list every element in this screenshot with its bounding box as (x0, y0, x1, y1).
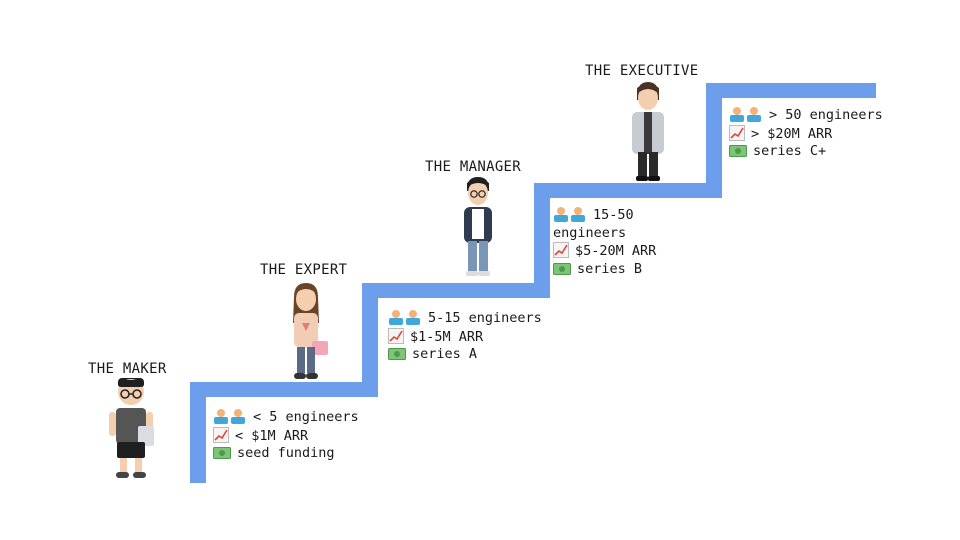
dollar-banknote-icon (729, 145, 747, 157)
step-4-tread (706, 83, 876, 98)
arr-line: $1-5M ARR (388, 327, 568, 347)
chart-increasing-icon (553, 242, 569, 258)
arr-text: < $1M ARR (235, 427, 309, 444)
engineers-line: 15-50 engineers (553, 206, 665, 242)
arr-text: > $20M ARR (751, 125, 833, 142)
step-3-stats: 15-50 engineers $5-20M ARR series B (553, 206, 665, 278)
engineers-line: 5-15 engineers (388, 309, 568, 328)
step-1-tread (190, 382, 362, 397)
engineers-text: 5-15 engineers (428, 310, 542, 326)
step-1-stats: < 5 engineers < $1M ARR seed funding (213, 408, 361, 463)
engineers-text: 15-50 engineers (553, 207, 634, 241)
step-2-tread (362, 283, 534, 298)
step-1-riser (190, 382, 206, 483)
step-4-stats: > 50 engineers > $20M ARR series C+ (729, 106, 929, 161)
dollar-banknote-icon (553, 262, 571, 275)
engineers-line: < 5 engineers (213, 408, 361, 427)
funding-text: series A (412, 346, 478, 362)
dollar-banknote-icon (388, 348, 406, 360)
dollar-banknote-icon (213, 447, 231, 459)
role-title-expert: THE EXPERT (260, 262, 348, 278)
step-3-tread (534, 183, 706, 198)
arr-line: $5-20M ARR (553, 242, 665, 261)
chart-increasing-icon (388, 327, 404, 344)
funding-line: series A (388, 346, 568, 364)
funding-text: series C+ (753, 143, 827, 159)
funding-line: series B (553, 261, 665, 279)
role-title-executive: THE EXECUTIVE (585, 63, 699, 79)
engineers-emoji-icon (389, 310, 420, 325)
manager-character-icon (464, 177, 492, 276)
funding-line: series C+ (729, 143, 929, 161)
chart-increasing-icon (729, 124, 745, 141)
engineers-emoji-icon (730, 107, 761, 122)
chart-increasing-icon (213, 426, 229, 443)
engineers-text: < 5 engineers (253, 409, 359, 425)
step-4-riser (706, 83, 722, 198)
expert-character-icon (293, 283, 328, 379)
engineers-emoji-icon (214, 409, 245, 424)
role-title-maker: THE MAKER (88, 361, 167, 377)
arr-text: $5-20M ARR (575, 243, 657, 259)
funding-line: seed funding (213, 445, 361, 463)
arr-line: < $1M ARR (213, 426, 361, 446)
arr-text: $1-5M ARR (410, 328, 484, 345)
funding-text: seed funding (237, 445, 335, 461)
funding-text: series B (577, 260, 643, 277)
maker-character-icon (109, 378, 154, 478)
step-3-riser (534, 183, 550, 298)
step-2-riser (362, 283, 378, 397)
arr-line: > $20M ARR (729, 124, 929, 144)
engineers-line: > 50 engineers (729, 106, 929, 125)
step-2-stats: 5-15 engineers $1-5M ARR series A (388, 309, 568, 364)
role-title-manager: THE MANAGER (425, 159, 522, 175)
engineers-text: > 50 engineers (769, 107, 883, 123)
executive-character-icon (632, 82, 664, 181)
engineers-emoji-icon (554, 207, 585, 222)
